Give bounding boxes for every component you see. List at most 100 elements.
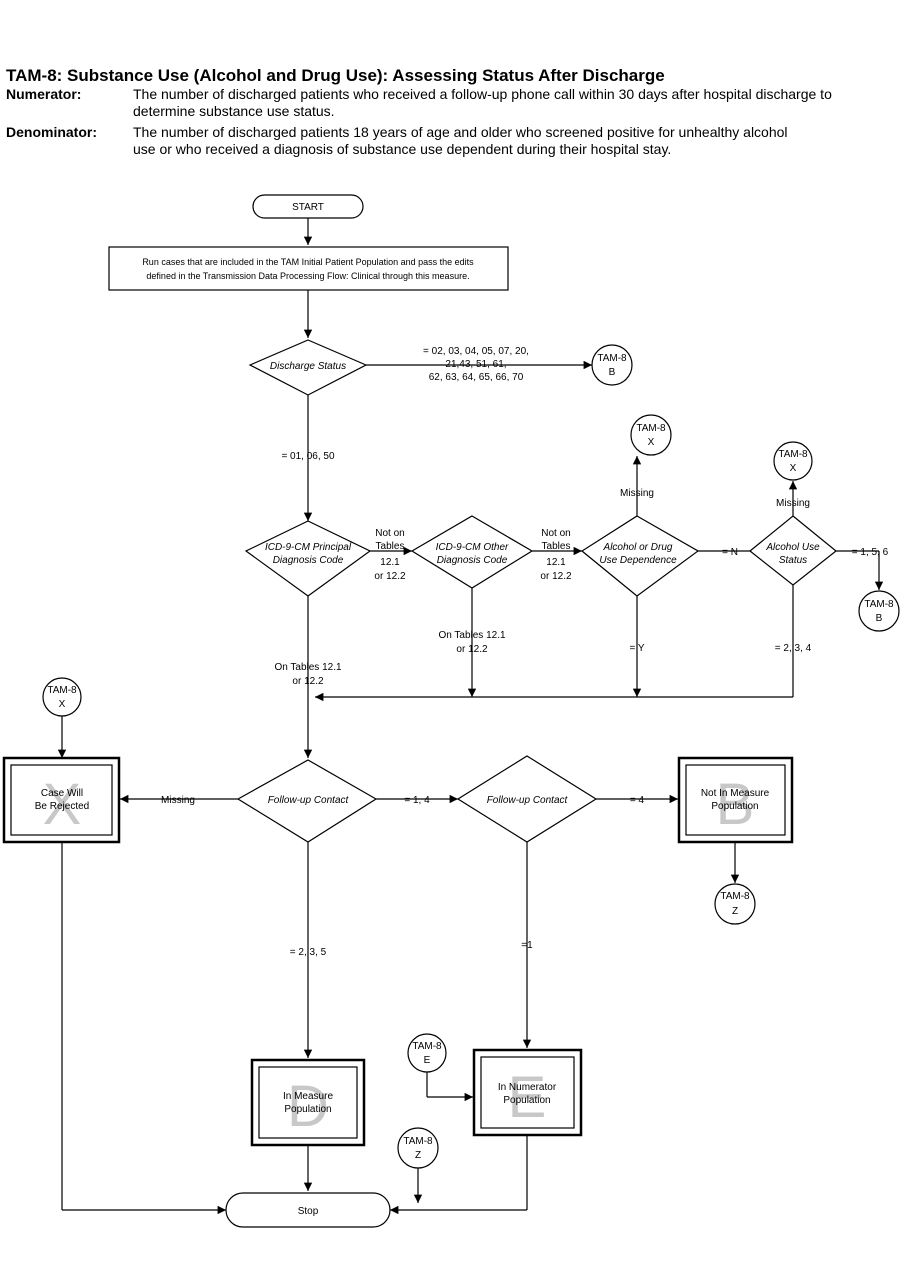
numerator-label: Numerator: [6,86,82,102]
followup-label-1: Follow-up Contact [268,795,350,806]
connector-b-text: B [609,367,616,378]
on-tables-a-line-2: or 12.2 [456,644,488,655]
eq-234-label: = 2, 3, 4 [775,643,812,654]
decision-alcohol-use-status: Alcohol Use Status [749,515,837,586]
connector-tam8-x-alcohol: TAM-8 X [773,441,813,481]
eq-y-label: = Y [629,643,644,654]
eq-n-label: = N [722,547,738,558]
connector-tam8-z-right: TAM-8 Z [714,883,756,925]
icd-other-line-2: Diagnosis Code [437,555,508,566]
in-measure-line-2: Population [284,1104,331,1115]
category-letter-d: D [287,1074,329,1139]
ds-continue-label: = 01, 06, 50 [281,451,335,462]
connector-tam8-b-top: TAM-8 B [591,344,633,386]
ds-out-line-1: = 02, 03, 04, 05, 07, 20, [423,346,529,357]
numerator-text-1: The number of discharged patients who re… [133,86,832,102]
connector-tam8-text: TAM-8 [403,1136,433,1147]
not-on-line-3a: 12.1 [380,557,400,568]
icd-principal-line-1: ICD-9-CM Principal [265,542,352,553]
eq-235-label: = 2, 3, 5 [290,947,327,958]
category-letter-b: B [716,772,755,837]
outcome-in-numerator: E In Numerator Population [472,1048,583,1137]
eq-4-label: = 4 [630,795,645,806]
on-tables-a-line-1: On Tables 12.1 [438,630,506,641]
not-in-measure-line-1: Not In Measure [701,788,770,799]
connector-x-text: X [648,437,655,448]
in-measure-line-1: In Measure [283,1091,333,1102]
connector-e-text: E [424,1055,431,1066]
connector-x-text: X [59,699,66,710]
decision-icd-principal: ICD-9-CM Principal Diagnosis Code [244,520,372,597]
not-on-line-2b: Tables [542,541,571,552]
dependence-line-2: Use Dependence [599,555,677,566]
decision-icd-other: ICD-9-CM Other Diagnosis Code [410,515,534,589]
connector-tam8-text: TAM-8 [778,449,808,460]
stop-label: Stop [298,1206,319,1217]
not-on-line-4a: or 12.2 [374,571,406,582]
missing-label-alc-status: Missing [776,498,810,509]
ds-out-line-3: 62, 63, 64, 65, 66, 70 [429,372,524,383]
connector-x-text: X [790,463,797,474]
in-numerator-line-2: Population [503,1095,550,1106]
connector-tam8-z-bottom: TAM-8 Z [397,1127,439,1169]
missing-label-dependence: Missing [620,488,654,499]
connector-tam8-text: TAM-8 [720,891,750,902]
dependence-line-1: Alcohol or Drug [603,542,673,553]
alc-status-line-2: Status [779,555,807,566]
connector-tam8-text: TAM-8 [412,1041,442,1052]
category-letter-e: E [508,1065,547,1130]
not-on-line-1b: Not on [541,528,570,539]
in-numerator-line-1: In Numerator [498,1082,557,1093]
connector-b-text: B [876,613,883,624]
process-text-1: Run cases that are included in the TAM I… [142,257,474,267]
denominator-label: Denominator: [6,124,97,140]
process-text-2: defined in the Transmission Data Process… [146,271,469,281]
not-on-line-3b: 12.1 [546,557,566,568]
page-title: TAM-8: Substance Use (Alcohol and Drug U… [6,66,665,85]
decision-use-dependence: Alcohol or Drug Use Dependence [580,515,700,597]
on-tables-b-line-1: On Tables 12.1 [274,662,342,673]
connector-tam8-x-left: TAM-8 X [42,677,82,717]
discharge-status-label: Discharge Status [270,361,346,372]
start-terminal: START [252,194,364,219]
discharge-exit-label: = 02, 03, 04, 05, 07, 20, 21,43, 51, 61,… [423,346,529,383]
numerator-text-2: determine substance use status. [133,103,335,119]
connector-tam8-text: TAM-8 [597,353,627,364]
on-tables-label-principal: On Tables 12.1 or 12.2 [274,662,342,687]
connector-z-text: Z [732,906,738,917]
connector-tam8-e: TAM-8 E [407,1033,447,1073]
process-initial-population: Run cases that are included in the TAM I… [108,246,509,291]
not-on-line-1a: Not on [375,528,404,539]
connector-tam8-text: TAM-8 [47,685,77,696]
on-tables-b-line-2: or 12.2 [292,676,324,687]
eq-14-label: = 1, 4 [404,795,430,806]
outcome-case-rejected: X Case Will Be Rejected [2,756,121,844]
decision-discharge-status: Discharge Status [248,339,368,396]
not-on-line-4b: or 12.2 [540,571,572,582]
alc-status-line-1: Alcohol Use [765,542,820,553]
eq-156-label: = 1, 5, 6 [852,547,889,558]
not-on-line-2a: Tables [376,541,405,552]
on-tables-label-other: On Tables 12.1 or 12.2 [438,630,506,655]
denominator-text-1: The number of discharged patients 18 yea… [133,124,788,140]
missing-label-followup: Missing [161,795,195,806]
not-in-measure-line-2: Population [711,801,758,812]
not-on-tables-label-1: Not on Tables 12.1 or 12.2 [374,528,406,582]
not-on-tables-label-2: Not on Tables 12.1 or 12.2 [540,528,572,582]
connector-tam8-text: TAM-8 [636,423,666,434]
followup-label-2: Follow-up Contact [487,795,569,806]
start-label: START [292,202,324,213]
rejected-line-2: Be Rejected [35,801,89,812]
connector-z-text: Z [415,1150,421,1161]
category-letter-x: X [43,772,82,837]
numerator-definition: Numerator: The number of discharged pati… [6,86,896,120]
icd-other-line-1: ICD-9-CM Other [436,542,509,553]
denominator-text-2: use or who received a diagnosis of subst… [133,141,672,157]
decision-followup-contact-2: Follow-up Contact [456,755,598,843]
denominator-definition: Denominator: The number of discharged pa… [6,124,896,158]
outcome-not-in-measure: B Not In Measure Population [677,756,794,844]
outcome-in-measure: D In Measure Population [250,1058,366,1147]
connector-tam8-x-dependence: TAM-8 X [630,414,672,456]
icd-principal-line-2: Diagnosis Code [273,555,344,566]
